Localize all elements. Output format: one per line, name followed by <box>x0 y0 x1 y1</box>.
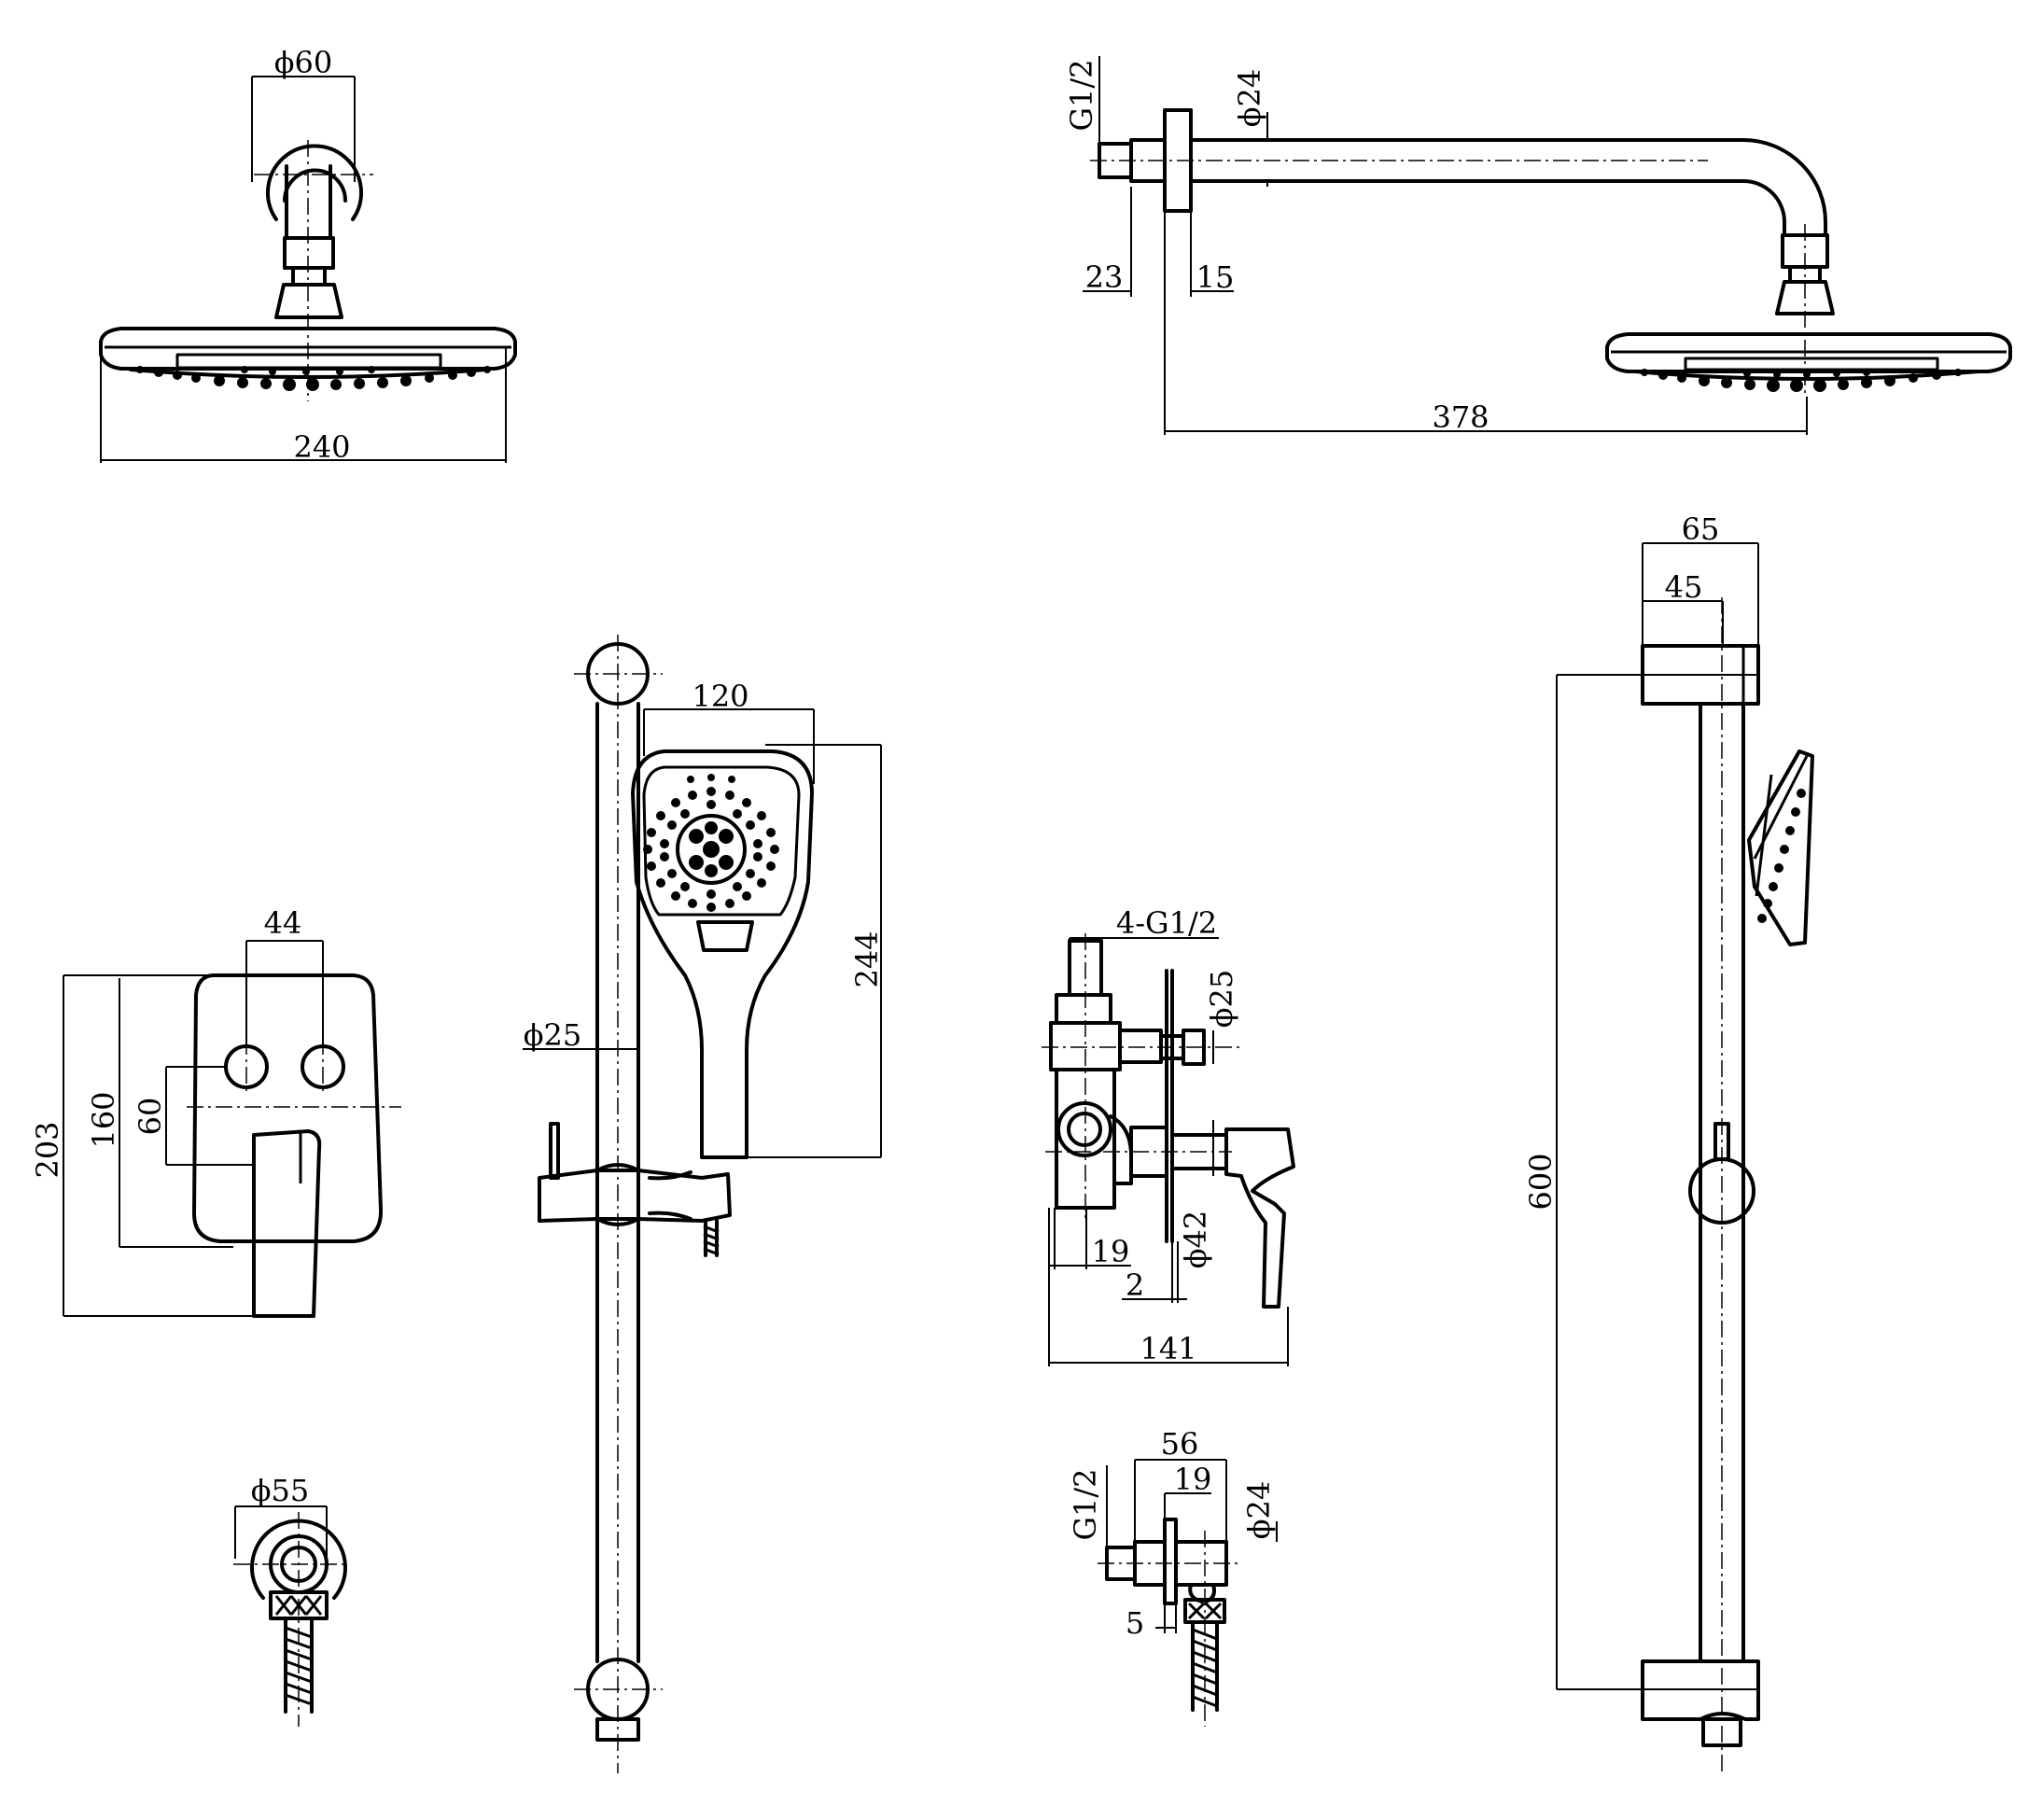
dim-valve-total-depth: 141 <box>1140 1331 1196 1366</box>
dim-valve-gap: 2 <box>1126 1267 1144 1303</box>
dim-elbow-depth: 19 <box>1174 1462 1212 1497</box>
shower-arm-side-view <box>1083 56 2012 435</box>
wall-outlet-front-view <box>233 1505 347 1727</box>
dim-bar-length: 600 <box>1523 1153 1559 1210</box>
dim-valve-thread: 4-G1/2 <box>1116 905 1217 941</box>
dim-valve-handle-dia: ϕ42 <box>1178 1211 1213 1269</box>
dim-valve-spout-dia: ϕ25 <box>1204 970 1239 1029</box>
dim-arm-flange-thickness: 15 <box>1196 259 1235 295</box>
dim-plate-inner-height: 160 <box>86 1091 121 1148</box>
mixer-cover-plate <box>63 940 401 1318</box>
dim-shower-head-width: 240 <box>293 429 350 465</box>
dim-shower-head-top-dia: ϕ60 <box>274 45 333 80</box>
diverter-valve-side-view <box>1042 933 1295 1366</box>
shower-head-front-view <box>99 76 517 463</box>
dim-arm-flange-offset: 23 <box>1085 259 1124 295</box>
wall-elbow-side-view <box>1098 1459 1278 1727</box>
dim-elbow-thread: G1/2 <box>1068 1468 1103 1540</box>
dim-elbow-offset: 5 <box>1126 1605 1144 1641</box>
dim-arm-thread: G1/2 <box>1064 59 1099 131</box>
slide-bar-side-view <box>1556 542 1814 1773</box>
dim-handshower-length: 244 <box>849 931 885 987</box>
dim-arm-dia: ϕ24 <box>1232 69 1267 128</box>
dim-elbow-dia: ϕ24 <box>1241 1481 1277 1540</box>
dim-plate-hole-offset: 60 <box>133 1098 168 1136</box>
dim-bar-total-width: 65 <box>1682 511 1720 547</box>
dim-valve-depth-19: 19 <box>1092 1234 1130 1269</box>
dim-bar-inner-width: 45 <box>1665 569 1703 605</box>
dim-elbow-width: 56 <box>1161 1426 1199 1462</box>
dim-plate-height: 203 <box>30 1121 65 1178</box>
dim-bar-dia: ϕ25 <box>524 1017 582 1053</box>
dim-plate-hole-spacing: 44 <box>264 905 302 941</box>
slide-bar-front-view <box>523 635 882 1773</box>
dim-handshower-width: 120 <box>692 679 748 714</box>
dim-outlet-flange-dia: ϕ55 <box>251 1473 310 1508</box>
dim-arm-length: 378 <box>1432 399 1489 435</box>
